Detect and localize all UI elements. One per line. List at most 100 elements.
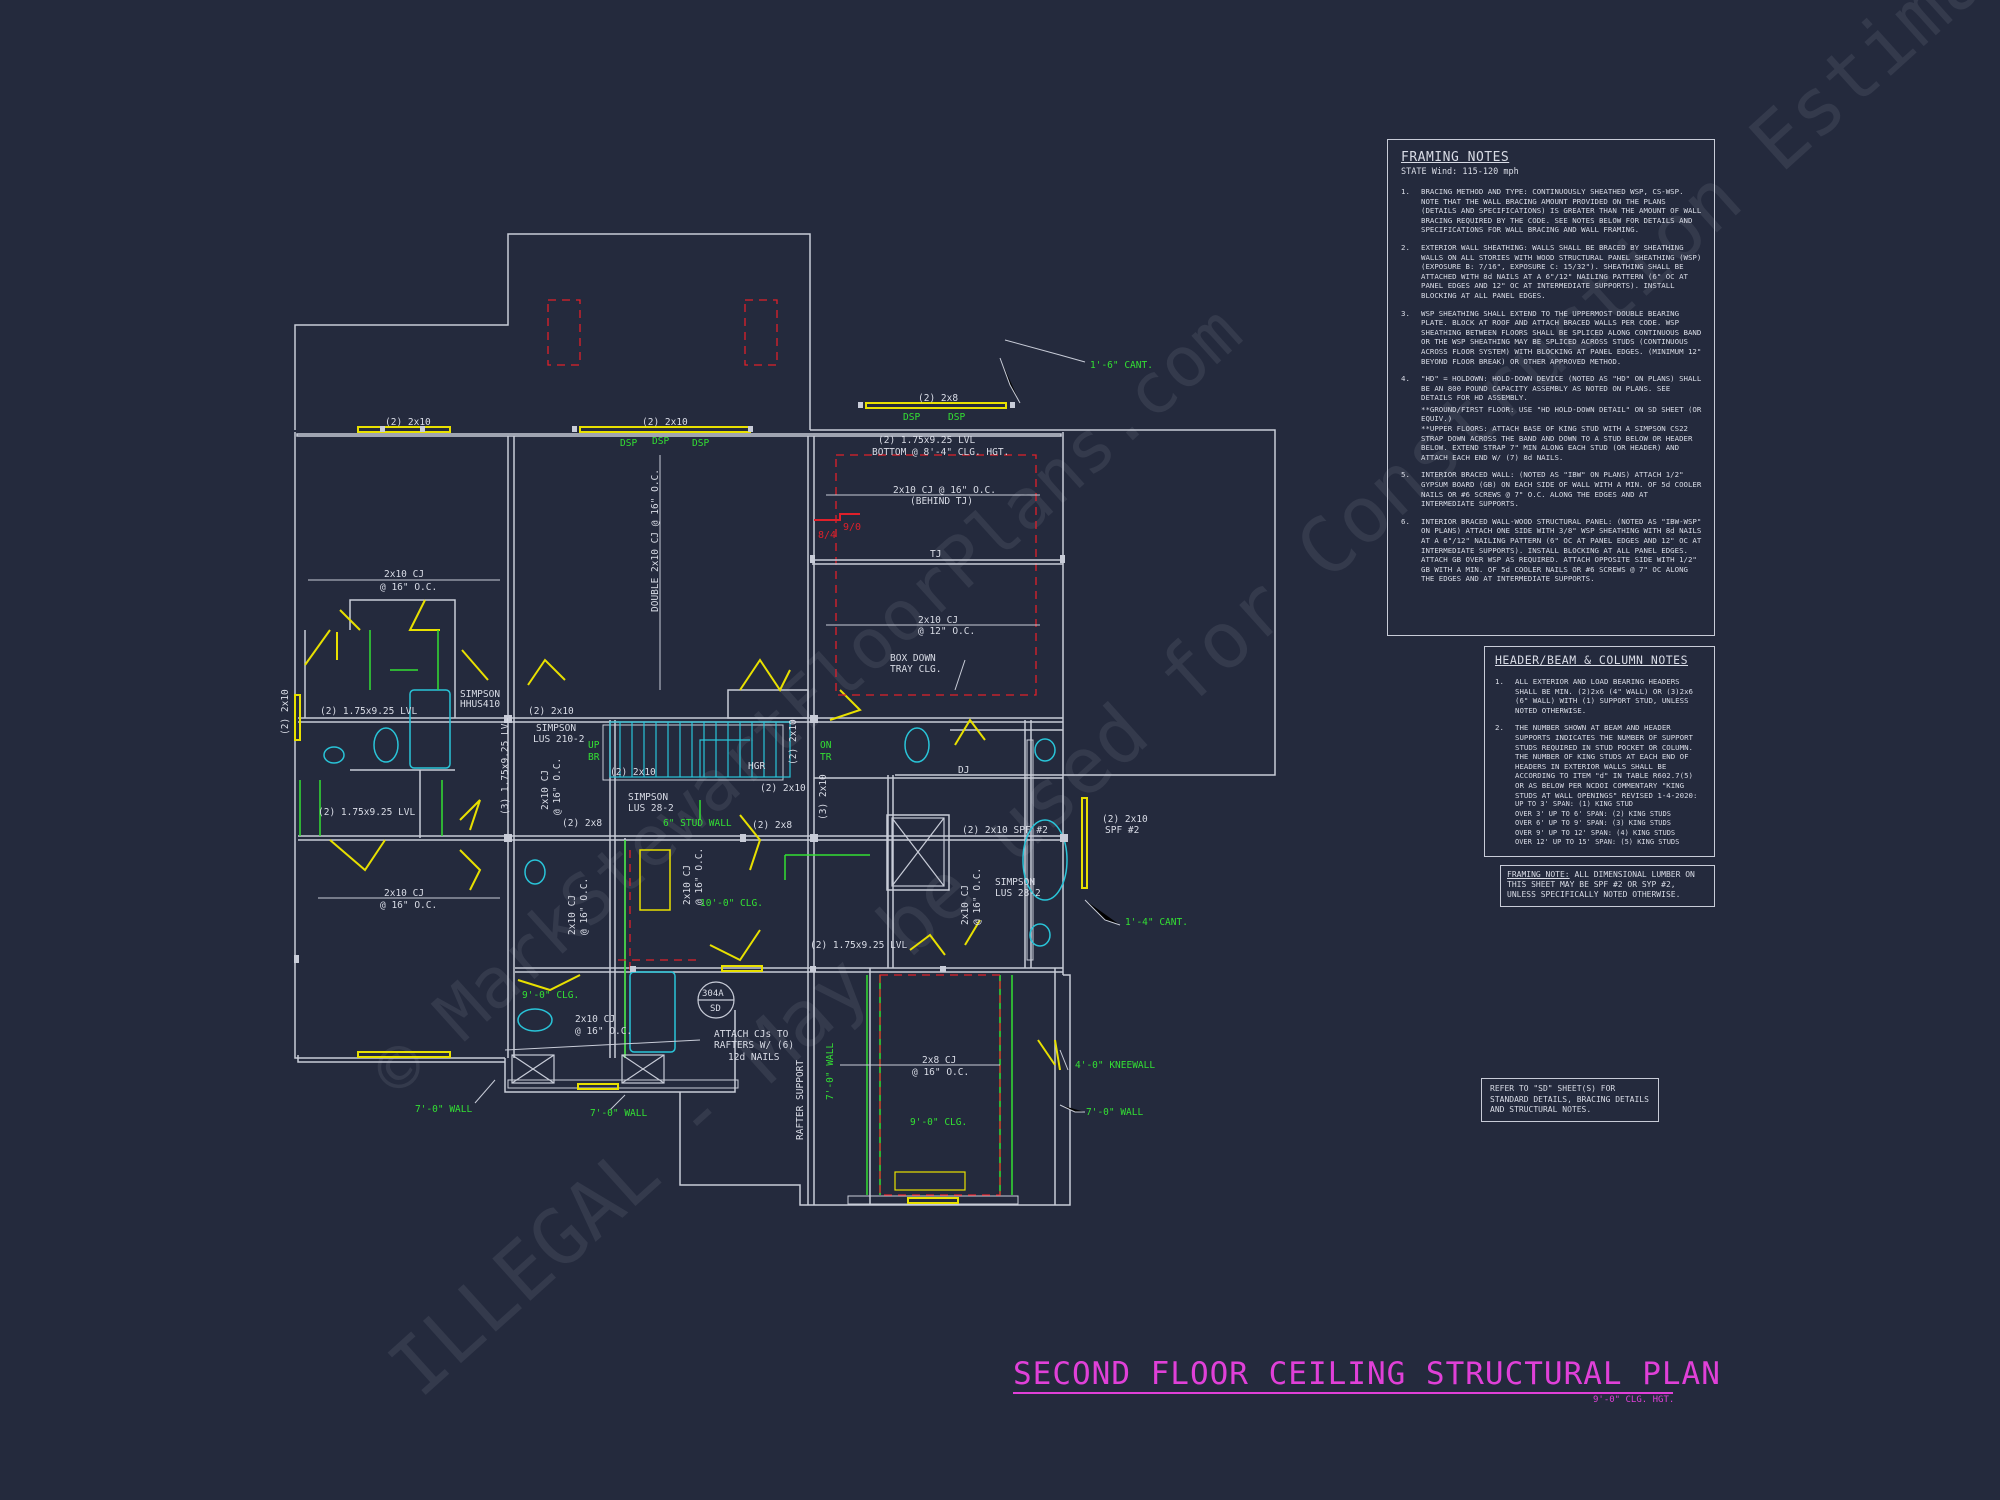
stair bbox=[609, 721, 791, 778]
framing-notes-title: FRAMING NOTES bbox=[1401, 150, 1510, 165]
label-clg-10: 10'-0" CLG. bbox=[700, 898, 763, 909]
label-cant-1: 1'-6" CANT. bbox=[1090, 360, 1153, 371]
state-wind: STATE Wind: 115-120 mph bbox=[1401, 167, 1519, 177]
framing-note-6: 6.INTERIOR BRACED WALL-WOOD STRUCTURAL P… bbox=[1401, 516, 1702, 584]
label-h2: (2) 2x10 bbox=[642, 417, 688, 428]
label-dsp-2: DSP bbox=[652, 436, 669, 447]
label-lvl-top: (2) 1.75x9.25 LVL bbox=[878, 435, 976, 446]
red-tray-lines bbox=[547, 299, 1037, 1196]
framing-note-text: ALL DIMENSIONAL LUMBER ON THIS SHEET MAY… bbox=[1507, 870, 1695, 899]
detail-tag bbox=[697, 981, 735, 1019]
label-cj-i: 2x10 CJ bbox=[682, 865, 693, 905]
hatched-walls bbox=[507, 724, 1034, 1205]
label-lvl-3: (2) 1.75x9.25 LVL bbox=[810, 940, 908, 951]
header-bullet-4: OVER 9' UP TO 12' SPAN: (4) KING STUDS bbox=[1515, 828, 1676, 837]
label-dsp-4: DSP bbox=[903, 412, 920, 423]
framing-note-4: 4."HD" = HOLDOWN: HOLD-DOWN DEVICE (NOTE… bbox=[1401, 374, 1702, 403]
label-lus-b: LUS 28-2 bbox=[628, 803, 674, 814]
label-clg-9: 9'-0" CLG. bbox=[522, 990, 579, 1001]
label-simpson-c: SIMPSON bbox=[628, 792, 668, 803]
label-cj-n: @ 16" O.C. bbox=[575, 1026, 632, 1037]
label-cj-c: 2x10 CJ bbox=[384, 888, 424, 899]
label-wall7-c: 7'-0" WALL bbox=[1086, 1107, 1143, 1118]
label-cj-b: @ 16" O.C. bbox=[380, 582, 437, 593]
label-spf-c: SPF #2 bbox=[1105, 825, 1139, 836]
label-h3: (2) 2x8 bbox=[918, 393, 958, 404]
label-attach-1: ATTACH CJs TO bbox=[714, 1029, 789, 1040]
label-bottom-clg: BOTTOM @ 8'-4" CLG. HGT. bbox=[872, 447, 1009, 458]
cross-boxes bbox=[511, 817, 966, 1191]
label-cj-a: 2x10 CJ bbox=[384, 569, 424, 580]
label-cj-h: @ 16" O.C. bbox=[579, 878, 590, 935]
dimension-arrows bbox=[308, 339, 1121, 1113]
label-dsp-3: DSP bbox=[692, 438, 709, 449]
label-2x10-v: (3) 2x10 bbox=[818, 774, 829, 820]
label-2x8-b: (2) 2x8 bbox=[752, 820, 792, 831]
label-spf-b: (2) 2x10 bbox=[1102, 814, 1148, 825]
header-notes-list: 1.ALL EXTERIOR AND LOAD BEARING HEADERS … bbox=[1495, 677, 1706, 800]
framing-note-2: 2.EXTERIOR WALL SHEATHING: WALLS SHALL B… bbox=[1401, 242, 1702, 300]
watermark: ILLEGAL - May be used for Construction E… bbox=[357, 0, 2000, 1414]
green-labels: DSP DSP DSP DSP DSP 1'-6" CANT. 1'-4" CA… bbox=[415, 360, 1188, 1128]
label-dj: DJ bbox=[958, 765, 969, 776]
label-910: 9/0 bbox=[843, 522, 861, 533]
label-cj-12b: @ 12" O.C. bbox=[918, 626, 975, 637]
refer-note-panel: REFER TO "SD" SHEET(S) FOR STANDARD DETA… bbox=[1481, 1078, 1659, 1122]
label-cj-12: 2x10 CJ bbox=[918, 615, 958, 626]
label-simpson-d: SIMPSON bbox=[995, 877, 1035, 888]
label-cj-2x8: 2x8 CJ bbox=[922, 1055, 956, 1066]
posts bbox=[294, 402, 1068, 972]
label-wall7-a: 7'-0" WALL bbox=[415, 1104, 472, 1115]
label-tj: TJ bbox=[930, 549, 941, 560]
header-notes-panel: HEADER/BEAM & COLUMN NOTES 1.ALL EXTERIO… bbox=[1484, 646, 1715, 857]
label-cj-j: @ 16" O.C. bbox=[694, 848, 705, 905]
interior-walls bbox=[298, 436, 1063, 1205]
label-hgr: HGR bbox=[748, 761, 765, 772]
fixtures bbox=[323, 689, 1068, 1053]
label-stud-wall: 6" STUD WALL bbox=[663, 818, 732, 829]
label-simpson-a: SIMPSON bbox=[460, 689, 500, 700]
label-h1: (2) 2x10 bbox=[385, 417, 431, 428]
label-lvl-1: (2) 1.75x9.25 LVL bbox=[320, 706, 418, 717]
beam-lines bbox=[812, 559, 1063, 779]
label-cj-f: @ 16" O.C. bbox=[552, 758, 563, 815]
framing-notes-list-2: 5.INTERIOR BRACED WALL: (NOTED AS "IBW" … bbox=[1401, 470, 1704, 584]
header-bullet-5: OVER 12' UP TO 15' SPAN: (5) KING STUDS bbox=[1515, 838, 1680, 847]
framing-note-1: 1.BRACING METHOD AND TYPE: CONTINUOUSLY … bbox=[1401, 187, 1702, 235]
label-behind-tj: (BEHIND TJ) bbox=[910, 496, 973, 507]
header-bullet-2: OVER 3' UP TO 6' SPAN: (2) KING STUDS bbox=[1515, 809, 1671, 818]
label-dsp-5: DSP bbox=[948, 412, 965, 423]
label-rafter: RAFTER SUPPORT bbox=[795, 1060, 806, 1140]
framing-note-label: FRAMING NOTE: bbox=[1507, 870, 1570, 879]
label-hhus: HHUS410 bbox=[460, 699, 500, 710]
label-cj-behind: 2x10 CJ @ 16" O.C. bbox=[893, 485, 996, 496]
label-tray: TRAY CLG. bbox=[890, 664, 941, 675]
label-lvl-2: (2) 1.75x9.25 LVL bbox=[318, 807, 416, 818]
label-lus-c: LUS 28-2 bbox=[995, 888, 1041, 899]
label-wall7-d: 7'-0" WALL bbox=[825, 1043, 836, 1100]
header-note-2: 2.THE NUMBER SHOWN AT BEAM AND HEADER SU… bbox=[1495, 723, 1698, 800]
header-notes-title: HEADER/BEAM & COLUMN NOTES bbox=[1495, 653, 1689, 667]
label-84: 8/4 bbox=[818, 530, 836, 541]
label-spf: (2) 2x10 SPF #2 bbox=[962, 825, 1048, 836]
header-bullet-1: UP TO 3' SPAN: (1) KING STUD bbox=[1515, 800, 1634, 809]
framing-note-panel: FRAMING NOTE: ALL DIMENSIONAL LUMBER ON … bbox=[1500, 865, 1715, 907]
label-cj-l: @ 16" O.C. bbox=[972, 868, 983, 925]
label-cant-2: 1'-4" CANT. bbox=[1125, 917, 1188, 928]
label-attach-2: RAFTERS W/ (6) bbox=[714, 1040, 794, 1051]
framing-note-3: 3.WSP SHEATHING SHALL EXTEND TO THE UPPE… bbox=[1401, 308, 1702, 366]
label-dsp-1: DSP bbox=[620, 438, 637, 449]
framing-notes-list: 1.BRACING METHOD AND TYPE: CONTINUOUSLY … bbox=[1401, 187, 1704, 403]
label-2x10-a: (2) 2x10 bbox=[528, 706, 574, 717]
label-clg-9b: 9'-0" CLG. bbox=[910, 1117, 967, 1128]
green-framing bbox=[299, 630, 1013, 1195]
label-kneewall: 4'-0" KNEEWALL bbox=[1075, 1060, 1155, 1071]
red-markers bbox=[814, 513, 860, 521]
label-wall-2x10: (2) 2x10 bbox=[280, 689, 291, 735]
label-lvl-v: (3) 1.75x9.25 LVL bbox=[500, 717, 511, 815]
label-tr: TR bbox=[820, 752, 832, 763]
refer-note-text: REFER TO "SD" SHEET(S) FOR STANDARD DETA… bbox=[1490, 1084, 1649, 1114]
framing-note-5: 5.INTERIOR BRACED WALL: (NOTED AS "IBW" … bbox=[1401, 470, 1702, 509]
header-bullet-3: OVER 6' UP TO 9' SPAN: (3) KING STUDS bbox=[1515, 819, 1671, 828]
